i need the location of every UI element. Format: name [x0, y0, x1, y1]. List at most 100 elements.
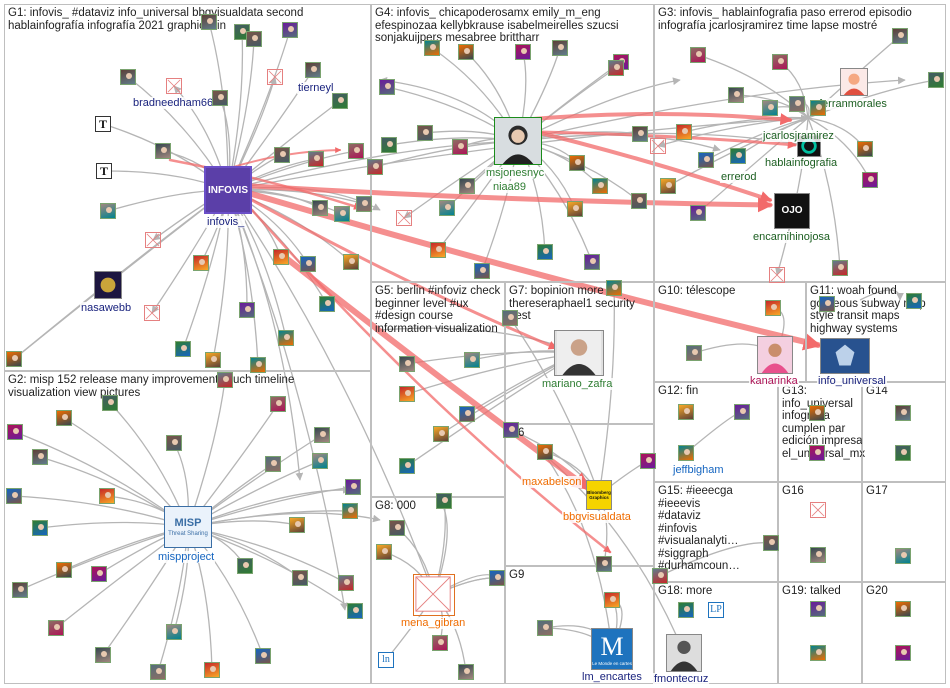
avatar[interactable] [464, 352, 480, 368]
avatar[interactable] [652, 568, 668, 584]
avatar[interactable] [857, 141, 873, 157]
avatar[interactable] [763, 535, 779, 551]
avatar[interactable] [459, 178, 475, 194]
avatar[interactable] [459, 406, 475, 422]
avatar[interactable] [150, 664, 166, 680]
avatar[interactable] [895, 548, 911, 564]
avatar[interactable] [399, 458, 415, 474]
avatar[interactable] [300, 256, 316, 272]
avatar[interactable] [458, 44, 474, 60]
avatar[interactable] [376, 544, 392, 560]
avatar[interactable] [892, 28, 908, 44]
avatar[interactable] [762, 100, 778, 116]
broken-image-icon[interactable] [810, 502, 826, 518]
avatar[interactable] [809, 445, 825, 461]
avatar[interactable] [239, 302, 255, 318]
avatar[interactable] [289, 517, 305, 533]
node-lm-encartes[interactable]: M Le Monde en cartes [591, 628, 633, 670]
avatar[interactable] [48, 620, 64, 636]
avatar[interactable] [250, 357, 266, 373]
avatar[interactable] [292, 570, 308, 586]
avatar[interactable] [895, 405, 911, 421]
avatar[interactable] [698, 152, 714, 168]
avatar[interactable] [690, 47, 706, 63]
broken-image-icon[interactable] [769, 267, 785, 283]
avatar[interactable] [205, 352, 221, 368]
broken-image-icon[interactable] [650, 138, 666, 154]
avatar[interactable] [730, 148, 746, 164]
avatar[interactable] [417, 125, 433, 141]
avatar[interactable] [678, 445, 694, 461]
avatar[interactable] [356, 196, 372, 212]
avatar[interactable] [379, 79, 395, 95]
avatar[interactable] [489, 570, 505, 586]
avatar[interactable] [399, 386, 415, 402]
avatar[interactable] [458, 664, 474, 680]
avatar[interactable] [862, 172, 878, 188]
avatar[interactable] [678, 602, 694, 618]
avatar[interactable] [452, 139, 468, 155]
avatar[interactable] [515, 44, 531, 60]
avatar[interactable] [367, 159, 383, 175]
avatar[interactable] [895, 645, 911, 661]
avatar[interactable] [278, 330, 294, 346]
avatar[interactable] [342, 503, 358, 519]
avatar[interactable] [345, 479, 361, 495]
avatar[interactable] [424, 40, 440, 56]
avatar[interactable] [439, 200, 455, 216]
avatar[interactable] [584, 254, 600, 270]
avatar[interactable] [432, 635, 448, 651]
avatar[interactable]: T [96, 163, 112, 179]
avatar[interactable] [312, 200, 328, 216]
avatar[interactable] [237, 558, 253, 574]
avatar[interactable] [430, 242, 446, 258]
node-ferranmorales[interactable] [840, 68, 868, 96]
avatar[interactable] [678, 404, 694, 420]
avatar[interactable] [537, 244, 553, 260]
node-info-universal[interactable] [820, 338, 870, 374]
node-mispproject[interactable]: MISP Threat Sharing [164, 506, 212, 548]
node-mena-gibran[interactable] [413, 574, 455, 616]
avatar[interactable] [212, 90, 228, 106]
broken-image-icon[interactable] [166, 78, 182, 94]
avatar[interactable] [810, 547, 826, 563]
avatar[interactable] [155, 143, 171, 159]
avatar[interactable] [338, 575, 354, 591]
avatar[interactable] [895, 445, 911, 461]
avatar[interactable] [273, 249, 289, 265]
node-nasawebb[interactable] [94, 271, 122, 299]
avatar[interactable] [100, 203, 116, 219]
avatar[interactable]: T [95, 116, 111, 132]
avatar[interactable] [265, 456, 281, 472]
avatar[interactable] [56, 410, 72, 426]
avatar[interactable] [686, 345, 702, 361]
avatar[interactable] [895, 601, 911, 617]
avatar[interactable] [436, 493, 452, 509]
avatar[interactable] [217, 372, 233, 388]
avatar[interactable] [332, 93, 348, 109]
avatar[interactable] [381, 137, 397, 153]
avatar[interactable] [474, 263, 490, 279]
broken-image-icon[interactable] [145, 232, 161, 248]
broken-image-icon[interactable] [267, 69, 283, 85]
broken-image-icon[interactable] [144, 305, 160, 321]
avatar[interactable] [389, 520, 405, 536]
avatar[interactable] [246, 31, 262, 47]
avatar[interactable] [537, 444, 553, 460]
avatar[interactable] [502, 310, 518, 326]
node-mariano-zafra[interactable] [554, 330, 604, 376]
avatar[interactable] [99, 488, 115, 504]
avatar[interactable] [32, 449, 48, 465]
avatar[interactable] [193, 255, 209, 271]
avatar[interactable] [640, 453, 656, 469]
avatar[interactable] [537, 620, 553, 636]
avatar[interactable] [175, 341, 191, 357]
avatar[interactable] [399, 356, 415, 372]
avatar[interactable] [906, 293, 922, 309]
avatar[interactable] [660, 178, 676, 194]
avatar[interactable] [334, 206, 350, 222]
avatar[interactable] [809, 405, 825, 421]
avatar[interactable] [274, 147, 290, 163]
avatar[interactable] [632, 126, 648, 142]
avatar[interactable] [32, 520, 48, 536]
